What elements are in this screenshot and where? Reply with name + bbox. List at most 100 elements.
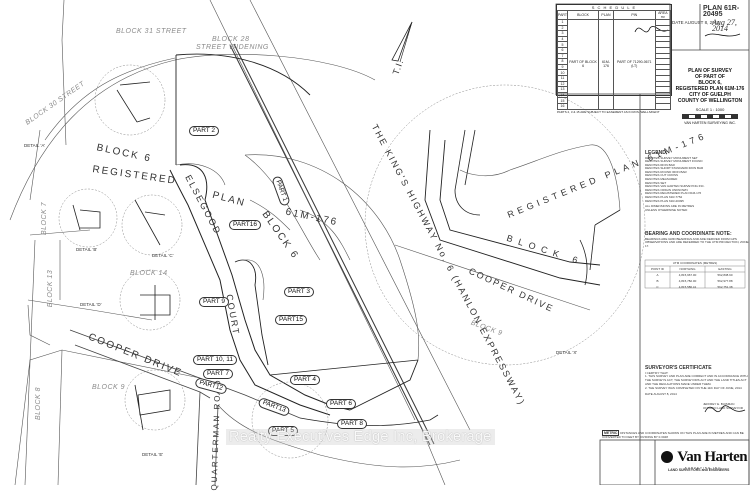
schedule-header-block: BLOCK <box>567 10 600 20</box>
schedule-part-cell: 11 <box>556 74 569 82</box>
date-signed: DATE AUGUST 8, 2014 <box>672 20 720 25</box>
utm-cell: 562,838.90 <box>717 273 733 277</box>
metric-text: DISTANCES AND COORDINATES SHOWN ON THIS … <box>602 431 744 439</box>
utm-cell: C <box>656 285 659 289</box>
plan-title-block: PLAN OF SURVEY OF PART OF BLOCK 6, REGIS… <box>672 68 748 126</box>
label-block-28: BLOCK 28 <box>212 36 250 43</box>
detail-d-label: DETAIL 'D' <box>80 302 102 307</box>
schedule-pin-cell: PART OF 71290-0671 (LT) <box>612 19 656 110</box>
utm-header: NORTHING <box>679 267 696 271</box>
certificate-title: SURVEYOR'S CERTIFICATE <box>645 365 712 371</box>
part-6-label: PART 6 <box>326 399 357 409</box>
part-3-label: PART 3 <box>284 287 315 297</box>
schedule-header-part: PART <box>556 10 569 20</box>
utm-row: A 4,815,967.00 562,838.90 <box>645 272 745 278</box>
legend-title: LEGEND: <box>645 150 668 156</box>
schedule-part-cell: 13 <box>556 86 569 93</box>
schedule-part-cell: 10 <box>556 69 569 76</box>
metric-label: METRIC <box>602 430 620 436</box>
plan-number: PLAN 61R-20495 <box>703 5 740 18</box>
schedule-part-cell: 2 <box>556 24 569 32</box>
legend-item: DENOTES ROUND IRON BAR <box>645 169 687 174</box>
legend-item: DENOTES VAN HARTEN SURVEYING INC. <box>645 184 705 189</box>
detail-a-label: DETAIL 'A' <box>24 143 46 148</box>
schedule-header-area: AREA m² <box>654 10 672 20</box>
metric-note: METRIC DISTANCES AND COORDINATES SHOWN O… <box>602 430 748 439</box>
firm-tagline: LAND SURVEYORS and ENGINEERS <box>668 468 730 472</box>
schedule-header-pin: PIN <box>612 10 656 20</box>
detail-x-label: DETAIL 'X' <box>556 350 578 355</box>
part-7-label: PART 7 <box>203 369 234 379</box>
bearing-note: BEARING AND COORDINATE NOTE: BEARINGS AR… <box>645 231 749 248</box>
brokerage-watermark: Realty Executives Edge Inc, Brokerage <box>226 429 495 445</box>
bearing-note-title: BEARING AND COORDINATE NOTE: <box>645 231 732 237</box>
part-2-label: PART 2 <box>189 126 220 136</box>
utm-cell: 562,977.88 <box>717 279 733 283</box>
part-8-label: PART 8 <box>337 419 368 429</box>
certificate-line: I CERTIFY THAT: <box>645 370 669 375</box>
legend-item: DENOTES CUT CROSS <box>645 173 678 178</box>
bearing-note-text: BEARINGS ARE GRID BEARINGS AND ARE DERIV… <box>645 236 749 248</box>
title-line-4: REGISTERED PLAN 61M-176 <box>675 86 745 92</box>
legend-note: ALL DIMENSIONS ARE IN METRES <box>645 204 695 209</box>
certificate-date: DATE AUGUST 8, 2014 <box>645 392 677 397</box>
label-block-8: BLOCK 8 <box>35 386 43 421</box>
part-4-label: PART 4 <box>290 375 321 385</box>
legend: LEGEND: DENOTES SURVEY MONUMENT SET DENO… <box>645 150 749 212</box>
schedule-part-cell: 15 <box>556 97 569 104</box>
part-10-11-label: PART 10, 11 <box>193 355 238 365</box>
schedule-table: S C H E D U L E PART BLOCK PLAN PIN AREA… <box>556 4 672 114</box>
legend-item: DENOTES SET <box>645 180 667 185</box>
firm-name: Van Harten <box>677 449 748 465</box>
label-block-31-street: BLOCK 31 STREET <box>116 28 187 35</box>
surveyor-title: ONTARIO LAND SURVEYOR <box>703 405 743 410</box>
schedule-part-cell: 14 <box>556 91 569 99</box>
schedule-part-cell: 9 <box>556 63 569 71</box>
part-15-label: PART15 <box>275 315 307 325</box>
legend-item: DENOTES MEASURED <box>645 177 678 182</box>
title-line-2: OF PART OF <box>695 74 725 80</box>
label-street-widening: STREET WIDENING <box>196 44 269 51</box>
van-harten-logo: Van Harten SURVEYING INC. <box>658 448 750 470</box>
scale-text: SCALE 1 : 1000 <box>695 107 725 112</box>
legend-item: DENOTES PLAN 61R-20495 <box>645 198 684 203</box>
title-line-1: PLAN OF SURVEY <box>688 68 732 74</box>
schedule-part-cell: 12 <box>556 80 569 88</box>
surveyor-firm: VAN HARTEN SURVEYING INC. <box>684 121 736 125</box>
utm-cell: 562,751.38 <box>717 285 733 289</box>
detail-b-label: DETAIL 'B' <box>76 247 98 252</box>
legend-item: DENOTES ORIGIN UNKNOWN <box>645 187 688 192</box>
title-line-6: COUNTY OF WELLINGTON <box>677 98 743 104</box>
label-block-9: BLOCK 9 <box>92 384 126 391</box>
schedule-part-cell: 16 <box>556 102 569 110</box>
utm-row: B 4,815,782.00 562,977.88 <box>645 278 745 284</box>
schedule-header-plan: PLAN <box>598 10 614 20</box>
surveyor-name: JEFFREY E. BUISMAN <box>703 402 735 407</box>
schedule-plan-cell: 61M-176 <box>598 19 614 110</box>
legend-item: DENOTES REGISTERED PLAN 61M-176 <box>645 191 702 196</box>
legend-item: DENOTES SHORT STANDARD IRON BAR <box>645 166 704 171</box>
label-block-14: BLOCK 14 <box>130 270 168 277</box>
scale-bar <box>682 114 738 119</box>
detail-c-label: DETAIL 'C' <box>152 253 174 258</box>
part-5-label: PART 5 <box>268 426 299 436</box>
schedule-note: PARTS 2, 3 & 15 ARE SUBJECT TO EASEMENT … <box>557 109 660 114</box>
legend-item: DENOTES SURVEY MONUMENT FOUND <box>645 159 703 164</box>
surveyors-certificate: SURVEYOR'S CERTIFICATE I CERTIFY THAT: 1… <box>645 365 749 410</box>
certificate-line: 2. THE SURVEY WAS COMPLETED ON THE 11th … <box>645 385 742 390</box>
certificate-line: 1. THIS SURVEY AND PLAN ARE CORRECT AND … <box>645 374 748 386</box>
utm-cell: A <box>656 273 659 277</box>
utm-cell: B <box>656 279 659 283</box>
legend-item: DENOTES IRON BAR <box>645 162 675 167</box>
utm-cell: 4,815,967.00 <box>678 273 697 277</box>
utm-cell: 4,815,782.00 <box>678 279 697 283</box>
legend-note: UNLESS OTHERWISE NOTED <box>645 207 688 212</box>
legend-item: DENOTES SURVEY MONUMENT SET <box>645 155 698 160</box>
utm-title: UTM COORDINATES (METRES) <box>672 261 718 265</box>
schedule-title: S C H E D U L E <box>591 5 637 10</box>
title-line-5: CITY OF GUELPH <box>689 92 731 98</box>
